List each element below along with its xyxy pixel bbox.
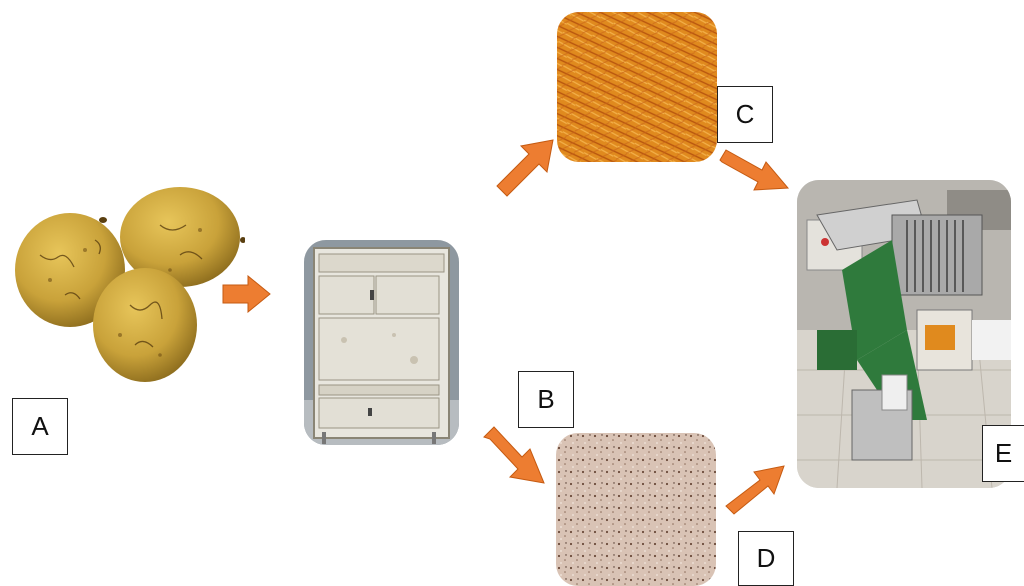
machine-image	[797, 180, 1011, 488]
fruit-image	[10, 185, 245, 385]
arrow-cabinet-to-c	[493, 138, 557, 200]
orange-fiber-image	[557, 12, 717, 162]
label-d: D	[738, 531, 794, 586]
arrow-a-to-cabinet	[222, 275, 272, 313]
arrow-cabinet-to-d	[480, 423, 548, 487]
arrow-d-to-e	[722, 462, 788, 518]
label-a: A	[12, 398, 68, 455]
drying-cabinet-image	[304, 240, 459, 445]
label-b: B	[518, 371, 574, 428]
arrow-c-to-e	[718, 148, 790, 194]
powder-image	[556, 433, 716, 586]
label-c: C	[717, 86, 773, 143]
label-e: E	[982, 425, 1024, 482]
